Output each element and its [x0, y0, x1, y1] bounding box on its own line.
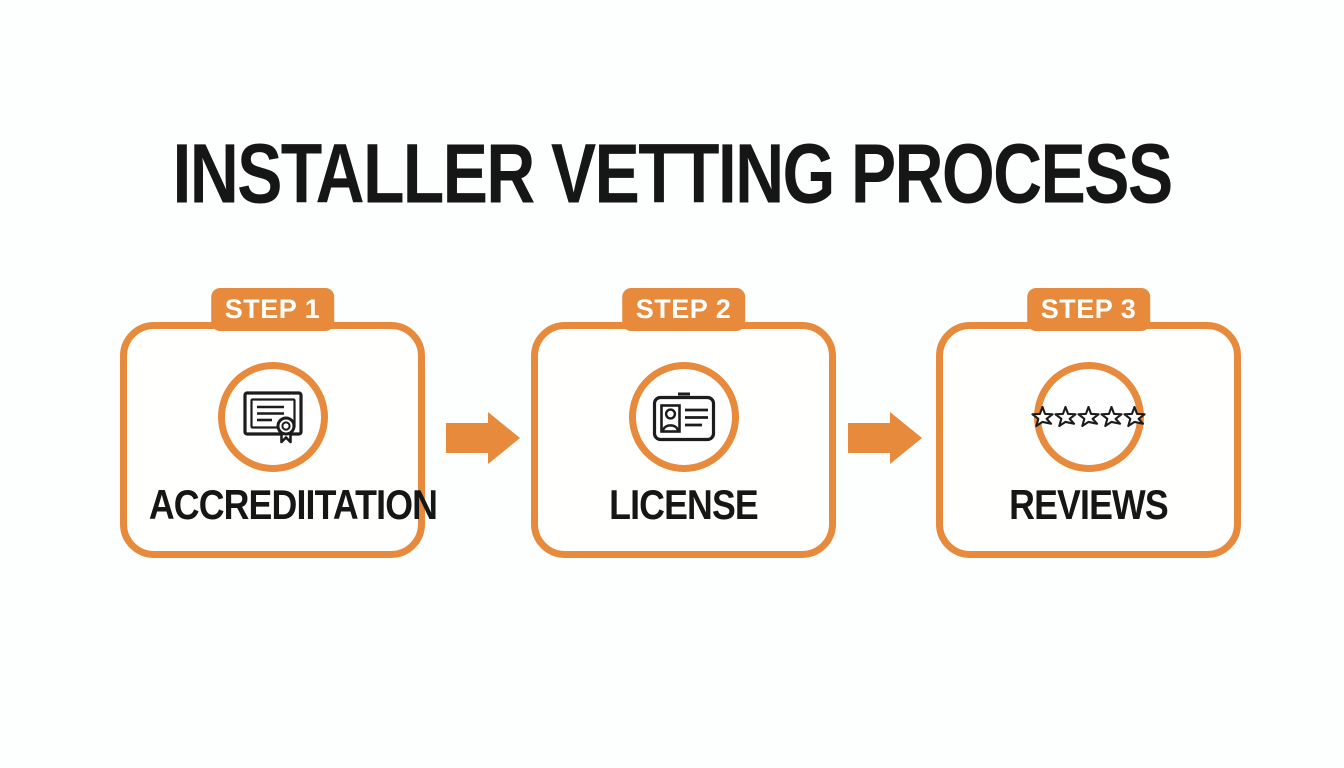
step-label-2: LICENSE [609, 481, 759, 528]
step-label-3: REVIEWS [1009, 481, 1169, 528]
five-stars-icon [1031, 405, 1146, 429]
star-icon [1100, 405, 1123, 427]
step-tab-3: STEP 3 [1026, 288, 1151, 331]
step-tab-2: STEP 2 [621, 288, 746, 331]
star-icon [1077, 405, 1100, 427]
star-icon [1031, 405, 1054, 427]
step-label-1: ACCREDIITATION [148, 481, 438, 528]
step-card-3: STEP 3 REVIEWS [936, 288, 1241, 558]
step-icon-circle-3 [1031, 362, 1146, 472]
id-card-icon [652, 392, 715, 442]
right-arrow-icon [446, 412, 520, 464]
step-card-1: STEP 1 ACCREDIITATION [120, 288, 438, 558]
step-tab-1: STEP 1 [210, 288, 335, 331]
star-icon [1123, 405, 1146, 427]
star-icon [1054, 405, 1077, 427]
step-icon-circle-1 [217, 362, 328, 472]
certificate-icon [242, 391, 303, 444]
step-icon-circle-2 [628, 362, 739, 472]
page-title: INSTALLER VETTING PROCESS [172, 126, 1174, 221]
right-arrow-icon [848, 412, 922, 464]
step-card-2: STEP 2 LICENSE [531, 288, 836, 558]
